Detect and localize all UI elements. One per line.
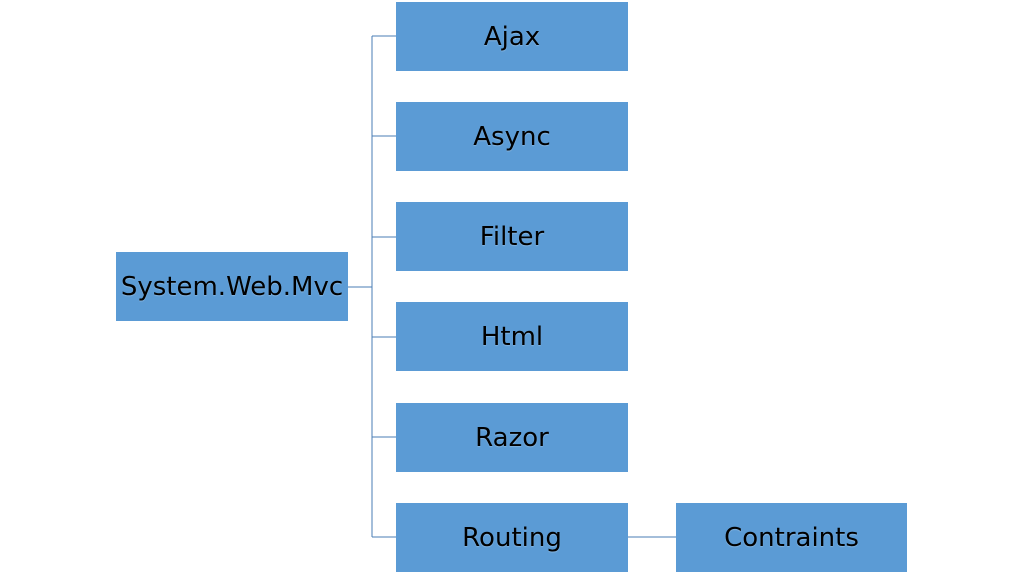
node-label: Routing (462, 522, 562, 553)
node-label: Filter (479, 221, 545, 252)
node-routing: Routing (396, 503, 628, 572)
node-label: Contraints (724, 522, 859, 553)
node-contraints: Contraints (676, 503, 907, 572)
node-label: System.Web.Mvc (120, 271, 344, 302)
node-async: Async (396, 102, 628, 171)
node-label: Html (480, 321, 544, 352)
node-system-web-mvc: System.Web.Mvc (116, 252, 348, 321)
node-html: Html (396, 302, 628, 371)
node-ajax: Ajax (396, 2, 628, 71)
node-razor: Razor (396, 403, 628, 472)
node-label: Razor (475, 422, 549, 453)
node-label: Async (473, 121, 551, 152)
node-label: Ajax (483, 21, 541, 52)
node-filter: Filter (396, 202, 628, 271)
